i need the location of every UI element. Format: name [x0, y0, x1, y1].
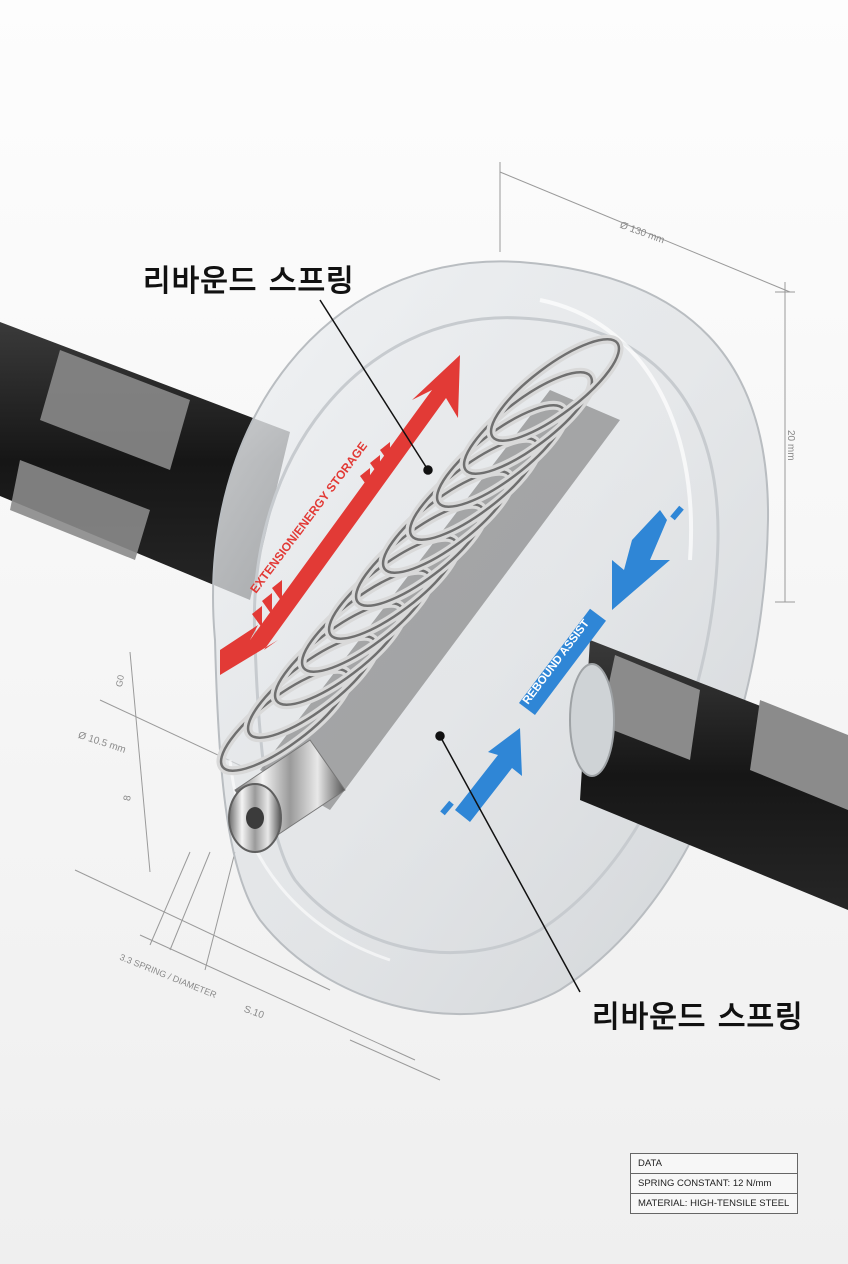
spring-coil: [462, 371, 594, 475]
rebound-label-box: [519, 608, 606, 716]
inward-arrow-icon: [440, 505, 684, 822]
data-table-row: SPRING CONSTANT: 12 N/mm: [631, 1173, 797, 1193]
data-table-title: DATA: [638, 1158, 662, 1169]
data-table-row: MATERIAL: HIGH-TENSILE STEEL: [631, 1193, 797, 1213]
data-table: DATA SPRING CONSTANT: 12 N/mm MATERIAL: …: [630, 1153, 798, 1214]
spring-coil: [489, 338, 621, 442]
callout-top: 리바운드 스프링: [143, 264, 355, 299]
double-arrow-icon: [252, 442, 390, 628]
wheel: [212, 260, 770, 1016]
axle: [228, 739, 346, 853]
callout-bottom: 리바운드 스프링: [592, 1000, 804, 1035]
right-handle: [569, 640, 848, 910]
dimension-g0: G0: [114, 674, 126, 688]
spring-coils: [216, 334, 624, 776]
callout-leaders: [319, 299, 581, 993]
dimension-width: 20 mm: [785, 430, 796, 461]
dimension-lines: [74, 162, 795, 1081]
spring: [216, 334, 624, 810]
